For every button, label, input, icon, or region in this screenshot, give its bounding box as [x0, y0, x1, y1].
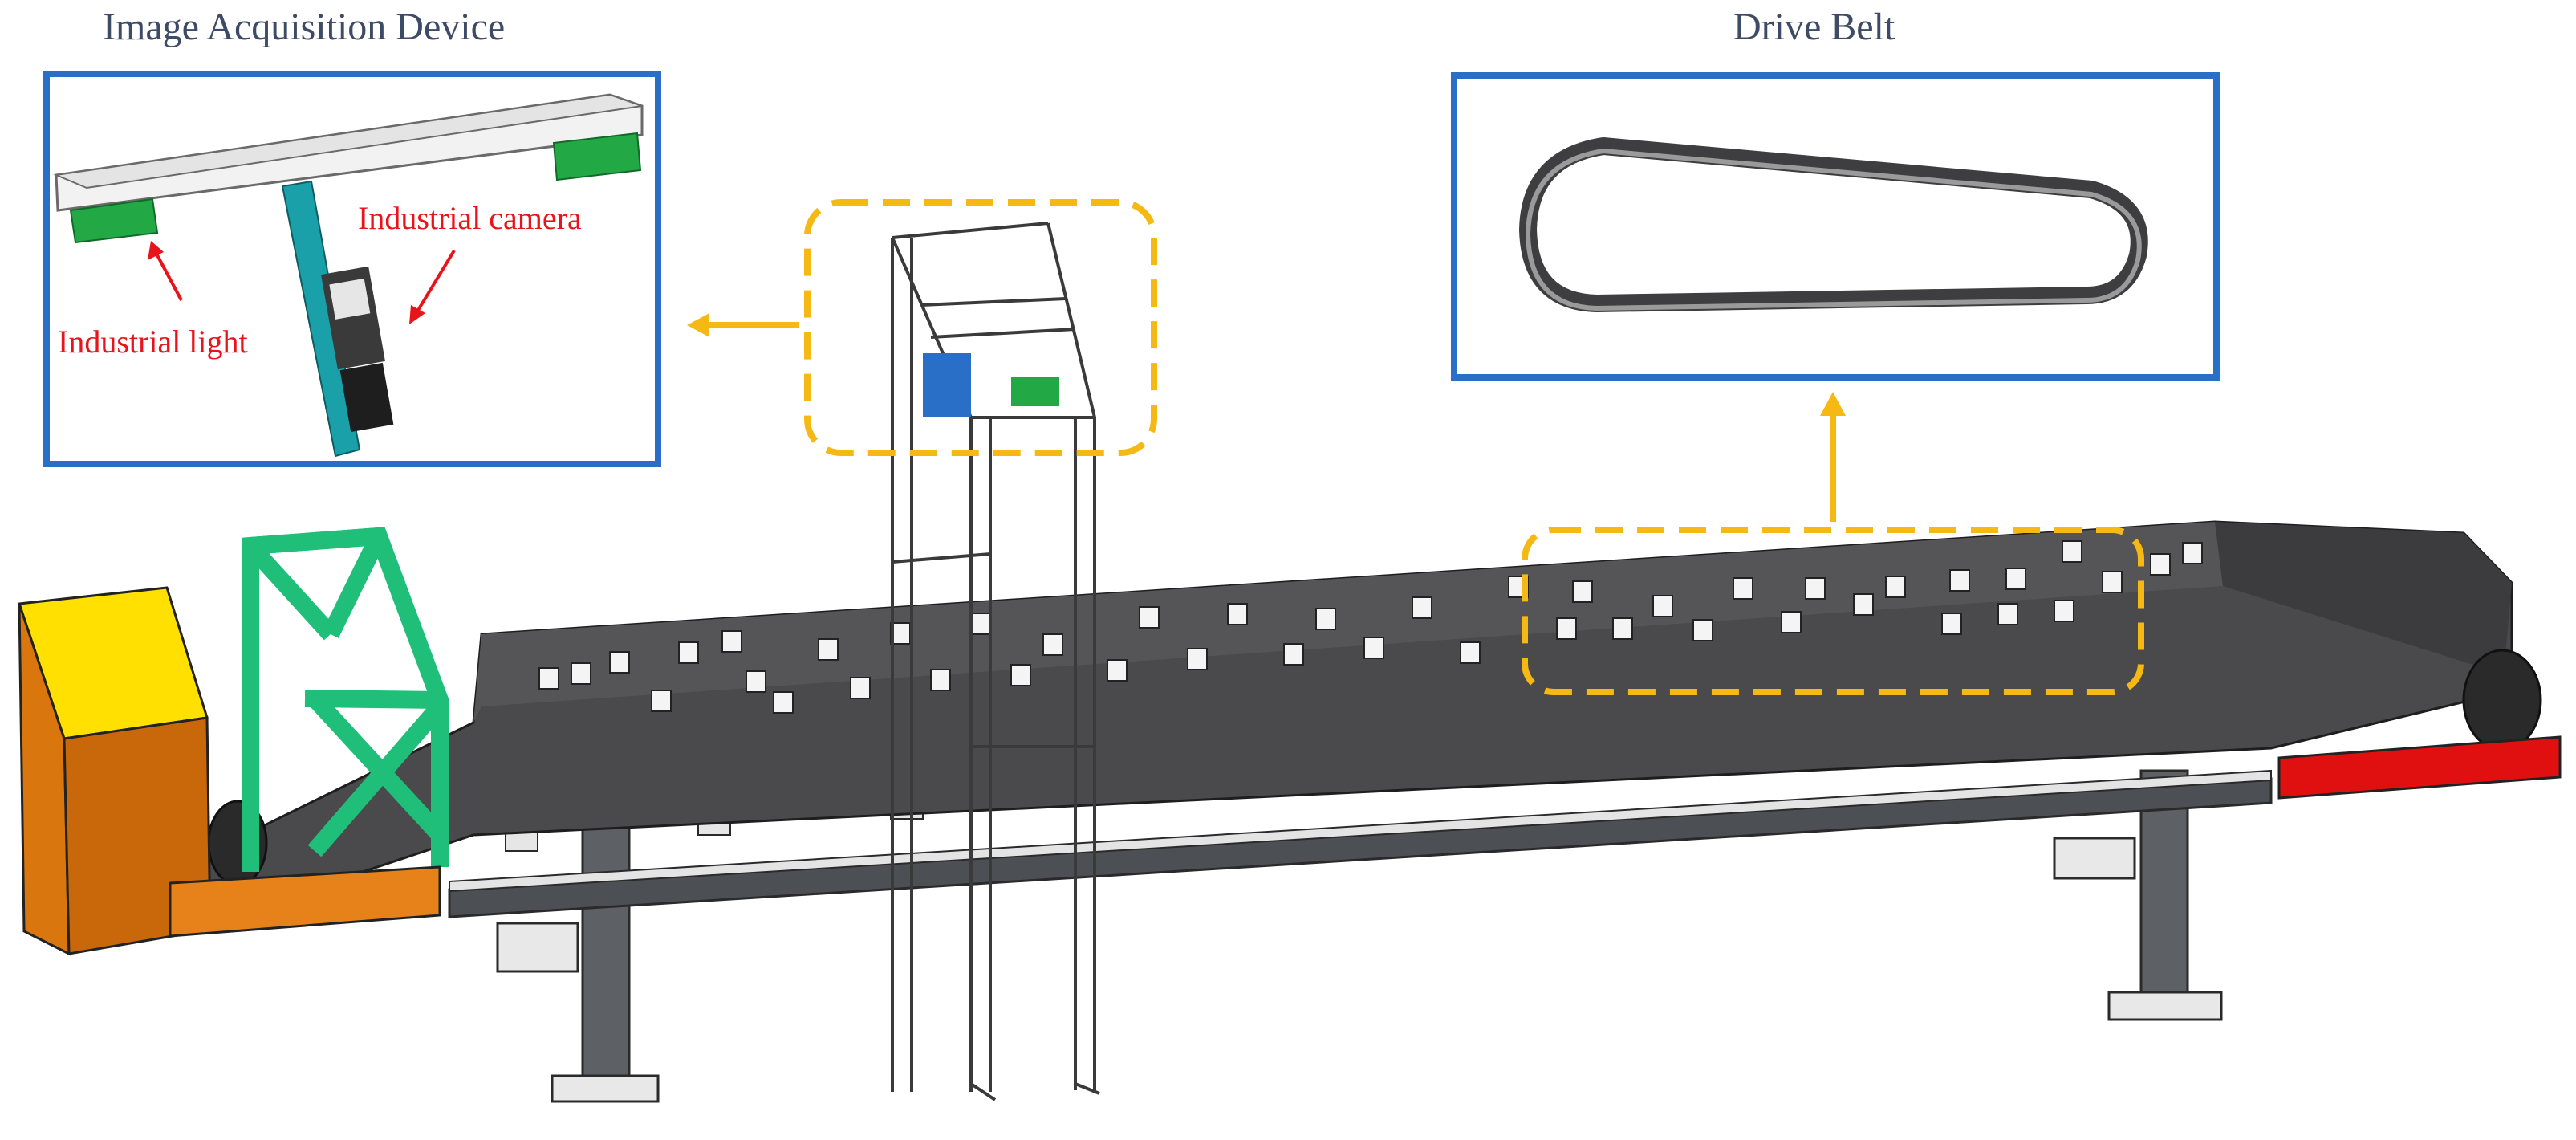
- camera-tower: [891, 222, 1100, 1101]
- camera-icon: [321, 266, 394, 433]
- tail-section: [2277, 735, 2562, 800]
- light-icon: [69, 132, 642, 244]
- green-frame: [242, 527, 449, 872]
- support-legs: [496, 769, 2223, 1103]
- tower-highlight-box: [804, 199, 1157, 456]
- drive-belt-inset: [1451, 72, 2220, 381]
- belt-parts: [538, 540, 2203, 714]
- arrow-icon: [687, 313, 1846, 522]
- industrial-camera-label: Industrial camera: [358, 200, 582, 236]
- drive-belt-title: Drive Belt: [1733, 6, 1895, 48]
- image-acquisition-inset: [43, 71, 661, 467]
- motor-housing: [17, 586, 441, 956]
- image-acquisition-title: Image Acquisition Device: [103, 6, 506, 48]
- industrial-light-label: Industrial light: [58, 324, 248, 360]
